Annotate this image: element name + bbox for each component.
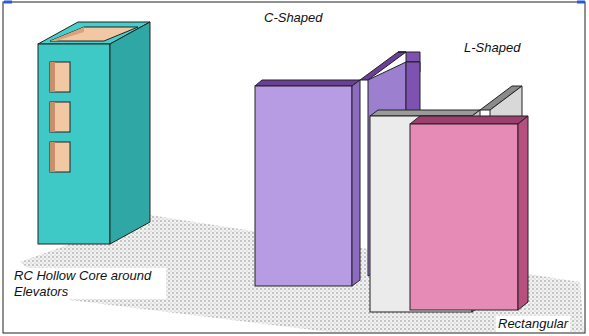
hollow-core bbox=[38, 22, 150, 244]
rectangular-wall bbox=[410, 116, 528, 310]
corner-mark bbox=[4, 1, 585, 4]
wall-label: C-Shaped bbox=[262, 10, 325, 26]
wall-label: Rectangular bbox=[496, 316, 570, 332]
wall-label: RC Hollow Core around Elevators bbox=[12, 268, 166, 299]
wall-label: L-Shaped bbox=[462, 40, 522, 56]
frame bbox=[3, 2, 585, 333]
